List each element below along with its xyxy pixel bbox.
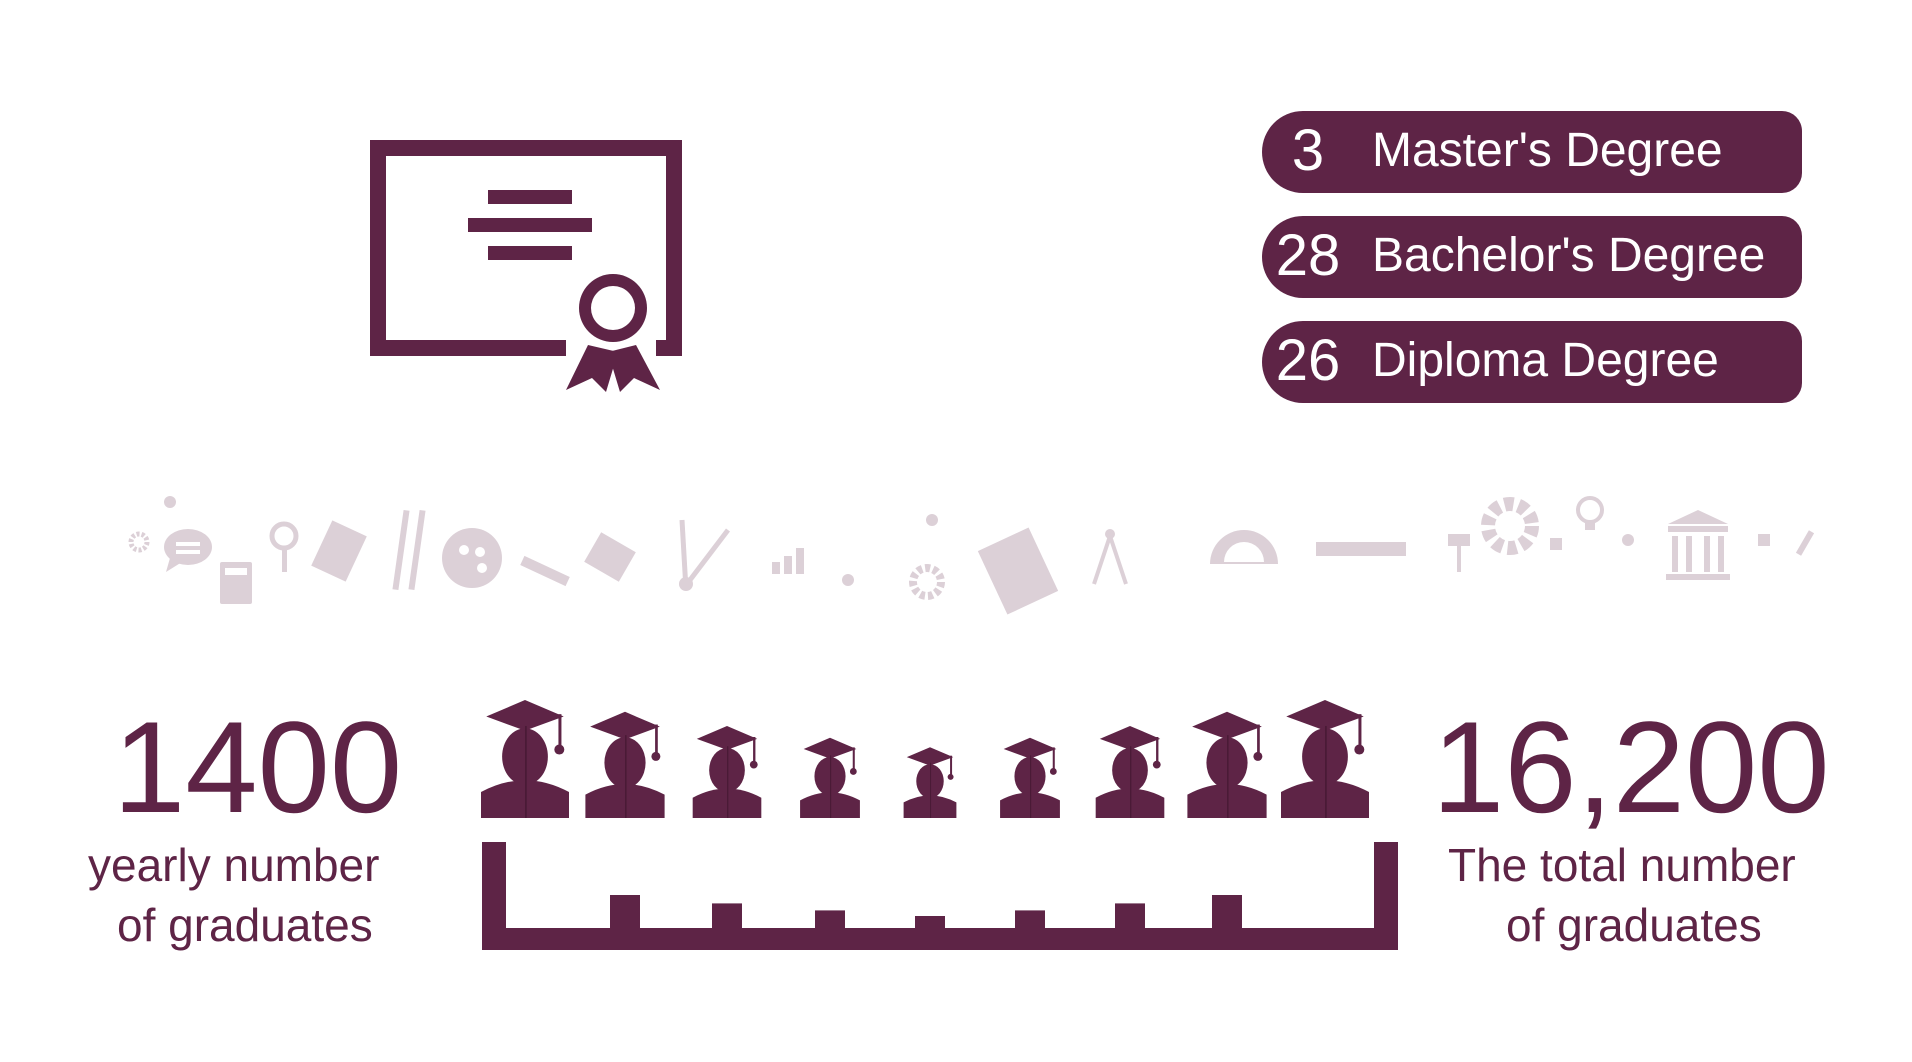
ruler-icon xyxy=(1316,542,1406,556)
document-icon xyxy=(311,520,367,582)
total-caption-line1: The total number xyxy=(1448,839,1796,891)
magnifier-icon xyxy=(269,521,299,572)
notepad-icon xyxy=(584,532,636,582)
gear-icon xyxy=(128,531,150,553)
yearly-caption-line1: yearly number xyxy=(88,839,380,891)
brushes-icon xyxy=(392,509,426,591)
degree-bachelors: 28 Bachelor's Degree xyxy=(1262,216,1802,298)
bar-chart-icon xyxy=(772,548,804,574)
yearly-caption-line2: of graduates xyxy=(117,899,373,951)
building-icon xyxy=(1666,510,1730,580)
paper-icon xyxy=(977,527,1059,615)
degree-label: Master's Degree xyxy=(1372,124,1723,177)
degree-count: 26 xyxy=(1275,328,1341,393)
calculator-icon xyxy=(220,562,252,604)
graduate-icon xyxy=(903,747,957,818)
step-bar xyxy=(712,903,742,928)
degree-label: Bachelor's Degree xyxy=(1372,229,1766,282)
graduate-icon xyxy=(1000,737,1060,818)
graduate-icon xyxy=(800,737,860,818)
certificate-icon xyxy=(370,140,682,392)
degree-diploma: 26 Diploma Degree xyxy=(1262,321,1802,403)
graduate-icon xyxy=(1187,711,1267,818)
graduates-illustration xyxy=(481,700,1398,950)
graduate-icon xyxy=(692,725,762,818)
step-bar xyxy=(1015,910,1045,928)
step-bar xyxy=(1115,903,1145,928)
gear-icon xyxy=(1481,497,1539,555)
pencil-icon xyxy=(520,555,570,587)
degree-count: 28 xyxy=(1275,223,1341,288)
pen-icon xyxy=(1795,530,1815,556)
lightbulb-icon xyxy=(1576,496,1604,530)
palette-icon xyxy=(442,528,502,588)
yearly-graduates-value: 1400 xyxy=(113,694,403,840)
graduate-icon xyxy=(1281,700,1369,818)
graduate-icon xyxy=(1095,725,1165,818)
compass-icon xyxy=(1092,529,1128,585)
degree-count: 3 xyxy=(1291,118,1325,183)
speech-bubble-icon xyxy=(164,529,212,572)
graduate-icon xyxy=(481,700,569,818)
total-graduates-value: 16,200 xyxy=(1432,694,1830,840)
step-bar xyxy=(610,895,640,928)
graduates-base-bracket xyxy=(482,842,1398,950)
step-bar xyxy=(1212,895,1242,928)
education-icon-strip xyxy=(128,496,1815,615)
step-bar xyxy=(815,910,845,928)
degree-masters: 3 Master's Degree xyxy=(1262,111,1802,193)
graduate-icon xyxy=(585,711,665,818)
step-bar xyxy=(915,916,945,928)
total-caption-line2: of graduates xyxy=(1506,899,1762,951)
scissors-icon xyxy=(679,519,730,591)
gear-icon xyxy=(909,564,945,600)
degree-label: Diploma Degree xyxy=(1372,334,1719,387)
protractor-icon xyxy=(1210,530,1278,564)
pushpin-icon xyxy=(1448,534,1470,572)
